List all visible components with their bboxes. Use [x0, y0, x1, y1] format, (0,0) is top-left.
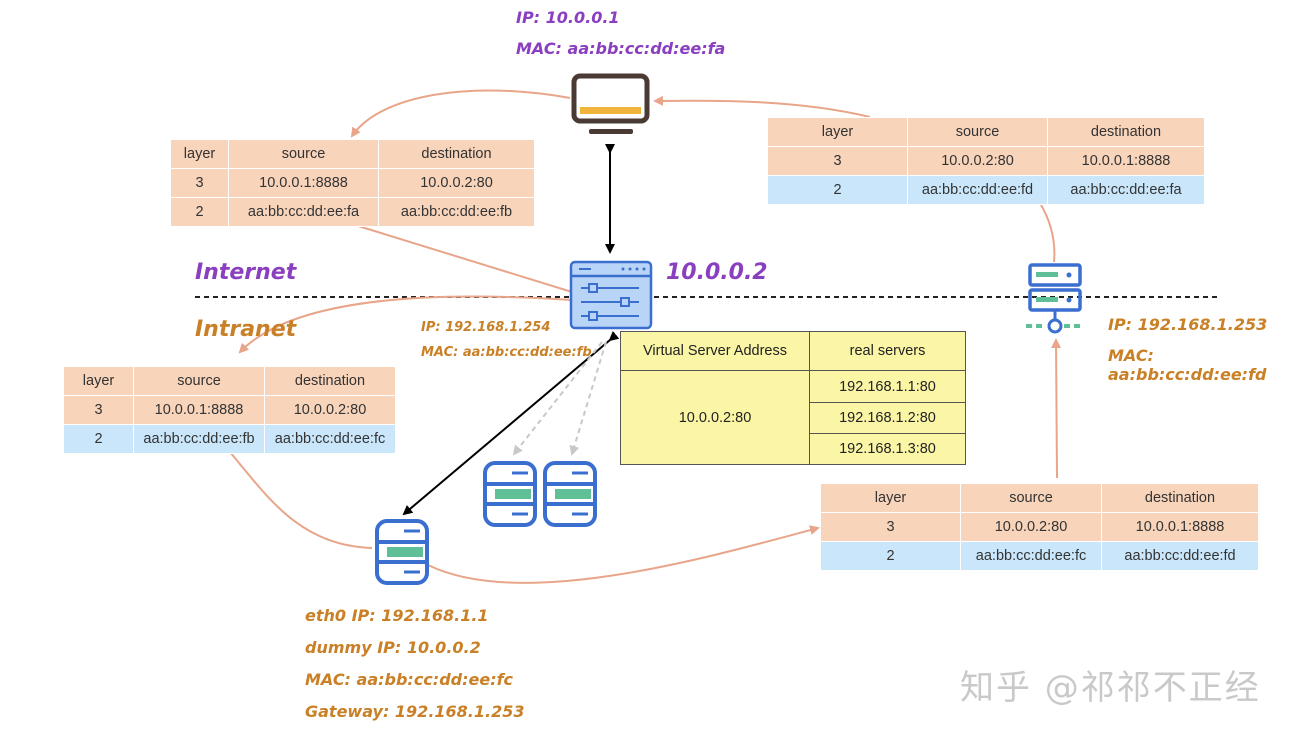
- destination-cell: aa:bb:cc:dd:ee:fd: [1101, 541, 1259, 571]
- vs-server-cell: 192.168.1.3:80: [809, 433, 966, 465]
- source-cell: aa:bb:cc:dd:ee:fc: [960, 541, 1102, 571]
- header-destination: destination: [1047, 117, 1205, 147]
- source-cell: aa:bb:cc:dd:ee:fb: [133, 424, 265, 454]
- balancer-ip-label: IP: 192.168.1.254: [421, 320, 551, 335]
- flow-table2-to-client: [653, 95, 871, 118]
- destination-cell: aa:bb:cc:dd:ee:fc: [264, 424, 396, 454]
- flow-table1-to-balancer: [354, 224, 573, 293]
- destination-cell: 10.0.0.1:8888: [1101, 512, 1259, 542]
- watermark: 知乎 @祁祁不正经: [960, 668, 1261, 708]
- header-destination: destination: [264, 366, 396, 396]
- header-source: source: [960, 483, 1102, 513]
- gateway-ip-label: IP: 192.168.1.253: [1108, 315, 1268, 334]
- flow-gateway-to-table2: [1039, 202, 1056, 263]
- layer-cell: 3: [63, 395, 134, 425]
- vs-server-cell: 192.168.1.1:80: [809, 370, 966, 403]
- client-mac-label: MAC: aa:bb:cc:dd:ee:fa: [516, 39, 726, 58]
- vs-server-cell: 192.168.1.2:80: [809, 402, 966, 434]
- destination-cell: 10.0.0.1:8888: [1047, 146, 1205, 176]
- flow-table4-to-gateway: [1051, 338, 1062, 479]
- layer-cell: 3: [820, 512, 961, 542]
- destination-cell: 10.0.0.2:80: [378, 168, 535, 198]
- flow-server-to-table4: [427, 525, 820, 584]
- flow-balancer-to-table3: [238, 295, 573, 354]
- flow-client-to-table1: [350, 89, 571, 138]
- header-layer: layer: [767, 117, 908, 147]
- layer-cell: 3: [170, 168, 229, 198]
- header-source: source: [228, 139, 379, 169]
- source-cell: 10.0.0.1:8888: [133, 395, 265, 425]
- vs-vip-cell: 10.0.0.2:80: [620, 370, 810, 465]
- header-source: source: [907, 117, 1048, 147]
- header-layer: layer: [820, 483, 961, 513]
- layer-cell: 2: [820, 541, 961, 571]
- link-balancer-server2: [512, 341, 603, 456]
- destination-cell: aa:bb:cc:dd:ee:fb: [378, 197, 535, 227]
- flow-table3-to-server: [229, 451, 373, 549]
- server-eth0-label: eth0 IP: 192.168.1.1: [305, 606, 489, 625]
- link-balancer-server: [402, 331, 620, 516]
- vs-header-servers: real servers: [809, 331, 966, 371]
- balancer-mac-label: MAC: aa:bb:cc:dd:ee:fb: [421, 345, 592, 360]
- client-ip-label: IP: 10.0.0.1: [516, 8, 620, 27]
- layer-cell: 2: [767, 175, 908, 205]
- header-source: source: [133, 366, 265, 396]
- header-layer: layer: [63, 366, 134, 396]
- header-destination: destination: [378, 139, 535, 169]
- destination-cell: aa:bb:cc:dd:ee:fa: [1047, 175, 1205, 205]
- source-cell: 10.0.0.1:8888: [228, 168, 379, 198]
- link-balancer-server3: [569, 341, 607, 456]
- server-icon: [543, 461, 597, 527]
- virtual-server-table: Virtual Server Address real servers 10.0…: [620, 331, 966, 465]
- server-gateway-label: Gateway: 192.168.1.253: [305, 702, 525, 721]
- server-icon: [375, 519, 429, 585]
- header-destination: destination: [1101, 483, 1259, 513]
- source-cell: aa:bb:cc:dd:ee:fa: [228, 197, 379, 227]
- gateway-mac-label: MAC: aa:bb:cc:dd:ee:fd: [1108, 346, 1267, 384]
- server-icon: [483, 461, 537, 527]
- intranet-zone-label: Intranet: [195, 317, 297, 342]
- layer-cell: 2: [63, 424, 134, 454]
- layer-cell: 2: [170, 197, 229, 227]
- destination-cell: 10.0.0.2:80: [264, 395, 396, 425]
- vs-header-address: Virtual Server Address: [620, 331, 810, 371]
- monitor-icon: [571, 73, 650, 134]
- server-mac-label: MAC: aa:bb:cc:dd:ee:fc: [305, 670, 514, 689]
- balancer-vip-label: 10.0.0.2: [666, 260, 768, 285]
- source-cell: 10.0.0.2:80: [907, 146, 1048, 176]
- header-layer: layer: [170, 139, 229, 169]
- gateway-icon: [1026, 263, 1084, 334]
- source-cell: aa:bb:cc:dd:ee:fd: [907, 175, 1048, 205]
- source-cell: 10.0.0.2:80: [960, 512, 1102, 542]
- server-dummy-label: dummy IP: 10.0.0.2: [305, 638, 481, 657]
- layer-cell: 3: [767, 146, 908, 176]
- load-balancer-icon: [569, 260, 653, 330]
- internet-zone-label: Internet: [195, 260, 297, 285]
